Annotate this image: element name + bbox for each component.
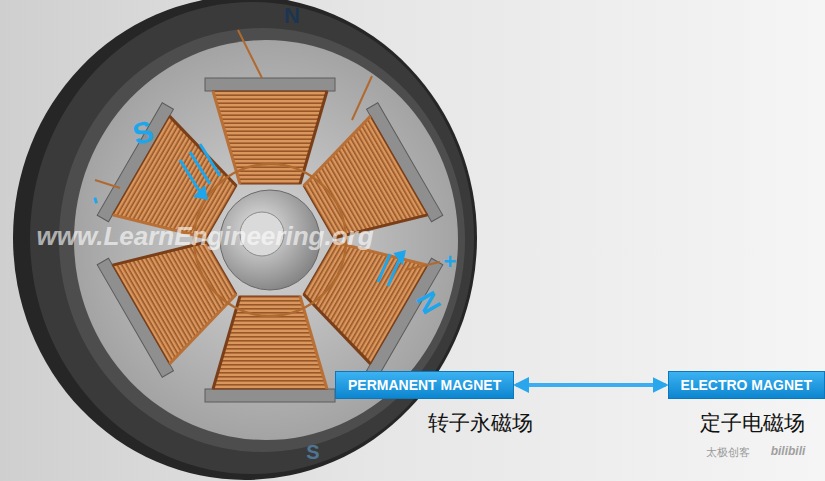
box-text: ELECTRO MAGNET xyxy=(681,377,812,393)
diagram-label: 定子电磁场 xyxy=(700,413,805,434)
diagram-label: N xyxy=(284,5,300,27)
rotor-ring xyxy=(13,0,477,480)
diagram-label: S xyxy=(306,442,319,462)
current-arrows xyxy=(180,144,404,286)
diagram-label: 太极创客 xyxy=(706,447,750,458)
diagram-label: + xyxy=(444,251,457,273)
magnet-label-box: ELECTRO MAGNET xyxy=(668,371,825,399)
box-text: PERMANENT MAGNET xyxy=(348,377,501,393)
magnet-label-box: PERMANENT MAGNET xyxy=(335,371,514,399)
double-arrow xyxy=(516,383,665,387)
diagram-label: 转子永磁场 xyxy=(428,413,533,434)
rotor-ring-face xyxy=(30,2,474,474)
diagram-label: bilibili xyxy=(771,445,806,457)
diagram-label: www.LearnEngineering.org xyxy=(36,223,373,249)
